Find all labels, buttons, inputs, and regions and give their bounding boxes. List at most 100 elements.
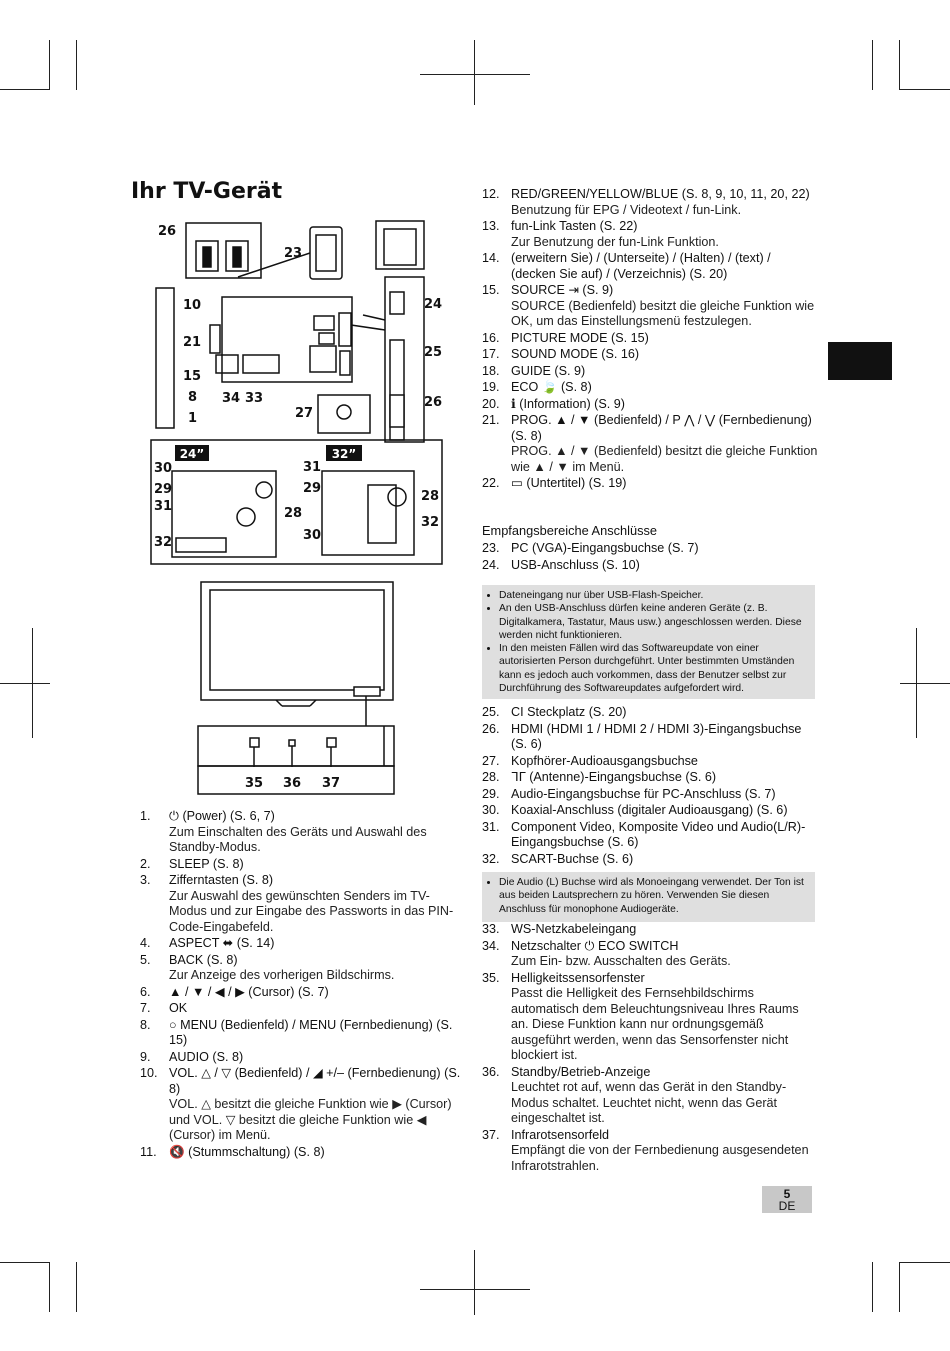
item-text: SLEEP (S. 8)	[169, 856, 244, 871]
item-number: 16.	[482, 330, 500, 345]
list-item: 23. PC (VGA)-Eingangsbuchse (S. 7)	[482, 541, 818, 557]
tv-front-diagram: 35 36 37	[197, 581, 395, 795]
item-description: SOURCE (Bedienfeld) besitzt die gleiche …	[511, 298, 815, 329]
item-text: Component Video, Komposite Video und Aud…	[511, 819, 806, 850]
item-number: 29.	[482, 786, 500, 801]
svg-text:27: 27	[295, 406, 313, 421]
item-text: PROG. ▲ / ▼ (Bedienfeld) / P ⋀ / ⋁ (Fern…	[511, 413, 812, 443]
svg-text:31: 31	[303, 460, 321, 475]
svg-text:34: 34	[222, 391, 240, 406]
list-item: 1.⏻ (Power) (S. 6, 7)Zum Einschalten des…	[140, 809, 466, 856]
svg-text:26: 26	[158, 224, 176, 239]
page-language: DE	[778, 1199, 796, 1213]
note-bullet: Dateneingang nur über USB-Flash-Speicher…	[499, 589, 809, 602]
item-number: 8.	[140, 1017, 151, 1032]
item-text: Koaxial-Anschluss (digitaler Audioausgan…	[511, 803, 788, 817]
list-item: 17.SOUND MODE (S. 16)	[482, 347, 818, 363]
item-number: 26.	[482, 721, 500, 736]
item-number: 30.	[482, 803, 500, 817]
item-description: Benutzung für EPG / Videotext / fun-Link…	[511, 202, 742, 217]
item-description: PROG. ▲ / ▼ (Bedienfeld) besitzt die gle…	[511, 444, 818, 474]
list-item: 3.Zifferntasten (S. 8)Zur Auswahl des ge…	[140, 873, 466, 935]
item-text: Infrarotsensorfeld	[511, 1127, 610, 1142]
list-item: 20. ℹ (Information) (S. 9)	[482, 397, 818, 413]
list-item: 2. SLEEP (S. 8)	[140, 857, 466, 873]
reception-heading: Empfangsbereiche Anschlüsse	[482, 523, 657, 538]
item-number: 34.	[482, 938, 500, 953]
list-item: 10.VOL. △ / ▽ (Bedienfeld) / ◢ +/– (Fern…	[140, 1066, 466, 1144]
left-item-list: 1.⏻ (Power) (S. 6, 7)Zum Einschalten des…	[140, 809, 466, 1161]
item-text: ℹ (Information) (S. 9)	[511, 396, 625, 411]
item-text: (erweitern Sie) / (Unterseite) / (Halten…	[511, 251, 771, 281]
svg-text:37: 37	[322, 776, 340, 791]
item-number: 1.	[140, 809, 151, 823]
list-item: 8.○ MENU (Bedienfeld) / MENU (Fernbedien…	[140, 1018, 466, 1049]
item-text: ▲ / ▼ / ◀ / ▶ (Cursor) (S. 7)	[169, 984, 329, 999]
svg-text:23: 23	[284, 246, 302, 261]
list-item: 13.fun-Link Tasten (S. 22)Zur Benutzung …	[482, 219, 818, 250]
usb-note: Dateneingang nur über USB-Flash-Speicher…	[482, 585, 815, 699]
list-item: 29.Audio-Eingangsbuchse für PC-Anschluss…	[482, 787, 818, 803]
svg-text:8: 8	[188, 390, 197, 405]
list-item: 15. SOURCE ⇥ (S. 9)SOURCE (Bedienfeld) be…	[482, 283, 818, 330]
item-number: 5.	[140, 952, 151, 967]
item-number: 25.	[482, 705, 500, 719]
item-text: Kopfhörer-Audioausgangsbuchse	[511, 753, 698, 768]
list-item: 24.USB-Anschluss (S. 10)	[482, 558, 818, 574]
item-number: 6.	[140, 984, 151, 999]
item-number: 11.	[140, 1144, 157, 1159]
svg-text:30: 30	[303, 528, 321, 543]
item-number: 19.	[482, 380, 500, 394]
item-number: 17.	[482, 347, 500, 361]
item-number: 23.	[482, 541, 500, 555]
item-number: 31.	[482, 819, 500, 834]
svg-text:31: 31	[154, 499, 172, 514]
item-description: Zur Anzeige des vorherigen Bildschirms.	[169, 968, 395, 982]
language-tab	[828, 342, 892, 380]
item-text: ECO 🍃 (S. 8)	[511, 380, 592, 394]
item-text: PC (VGA)-Eingangsbuchse (S. 7)	[511, 541, 699, 555]
list-item: 27.Kopfhörer-Audioausgangsbuchse	[482, 754, 818, 770]
list-item: 12.RED/GREEN/YELLOW/BLUE (S. 8, 9, 10, 1…	[482, 187, 818, 218]
item-text: Zifferntasten (S. 8)	[169, 873, 274, 887]
list-item: 28.ᒣᒥ (Antenne)-Eingangsbuchse (S. 6)	[482, 770, 818, 786]
item-text: PICTURE MODE (S. 15)	[511, 330, 649, 345]
svg-text:15: 15	[183, 369, 201, 384]
svg-text:29: 29	[154, 482, 172, 497]
svg-text:33: 33	[245, 391, 263, 406]
item-number: 20.	[482, 396, 500, 411]
list-item: 14. (erweitern Sie) / (Unterseite) / (Hal…	[482, 251, 818, 282]
item-text: Helligkeitssensorfenster	[511, 970, 645, 985]
list-item: 6. ▲ / ▼ / ◀ / ▶ (Cursor) (S. 7)	[140, 985, 466, 1001]
list-item: 18.GUIDE (S. 9)	[482, 364, 818, 380]
svg-text:26: 26	[424, 395, 442, 410]
item-number: 14.	[482, 251, 500, 265]
svg-text:28: 28	[421, 489, 439, 504]
note-bullet: Die Audio (L) Buchse wird als Monoeingan…	[499, 876, 809, 916]
list-item: 5.BACK (S. 8)Zur Anzeige des vorherigen …	[140, 953, 466, 984]
item-number: 7.	[140, 1001, 151, 1015]
svg-text:32: 32	[154, 535, 172, 550]
item-number: 15.	[482, 283, 500, 297]
list-item: 9.AUDIO (S. 8)	[140, 1050, 466, 1066]
item-number: 24.	[482, 557, 500, 572]
item-number: 35.	[482, 970, 500, 985]
item-number: 9.	[140, 1049, 151, 1064]
svg-text:24: 24	[424, 297, 442, 312]
right-item-list-c: 25.CI Steckplatz (S. 20)26.HDMI (HDMI 1 …	[482, 705, 818, 868]
svg-text:36: 36	[283, 776, 301, 791]
page-number: 5	[783, 1187, 791, 1201]
item-description: Zum Einschalten des Geräts und Auswahl d…	[169, 824, 427, 855]
item-text: ᒣᒥ (Antenne)-Eingangsbuchse (S. 6)	[511, 770, 717, 784]
item-text: SOURCE ⇥ (S. 9)	[511, 283, 614, 297]
item-text: OK	[169, 1001, 188, 1015]
note-bullet: In den meisten Fällen wird das Softwareu…	[499, 642, 809, 695]
svg-text:30: 30	[154, 461, 172, 476]
item-text: 🔇 (Stummschaltung) (S. 8)	[169, 1144, 325, 1159]
item-description: Zur Auswahl des gewünschten Senders im T…	[169, 888, 454, 934]
svg-text:35: 35	[245, 776, 263, 791]
item-number: 2.	[140, 856, 151, 871]
svg-text:21: 21	[183, 335, 201, 350]
item-number: 33.	[482, 922, 500, 936]
